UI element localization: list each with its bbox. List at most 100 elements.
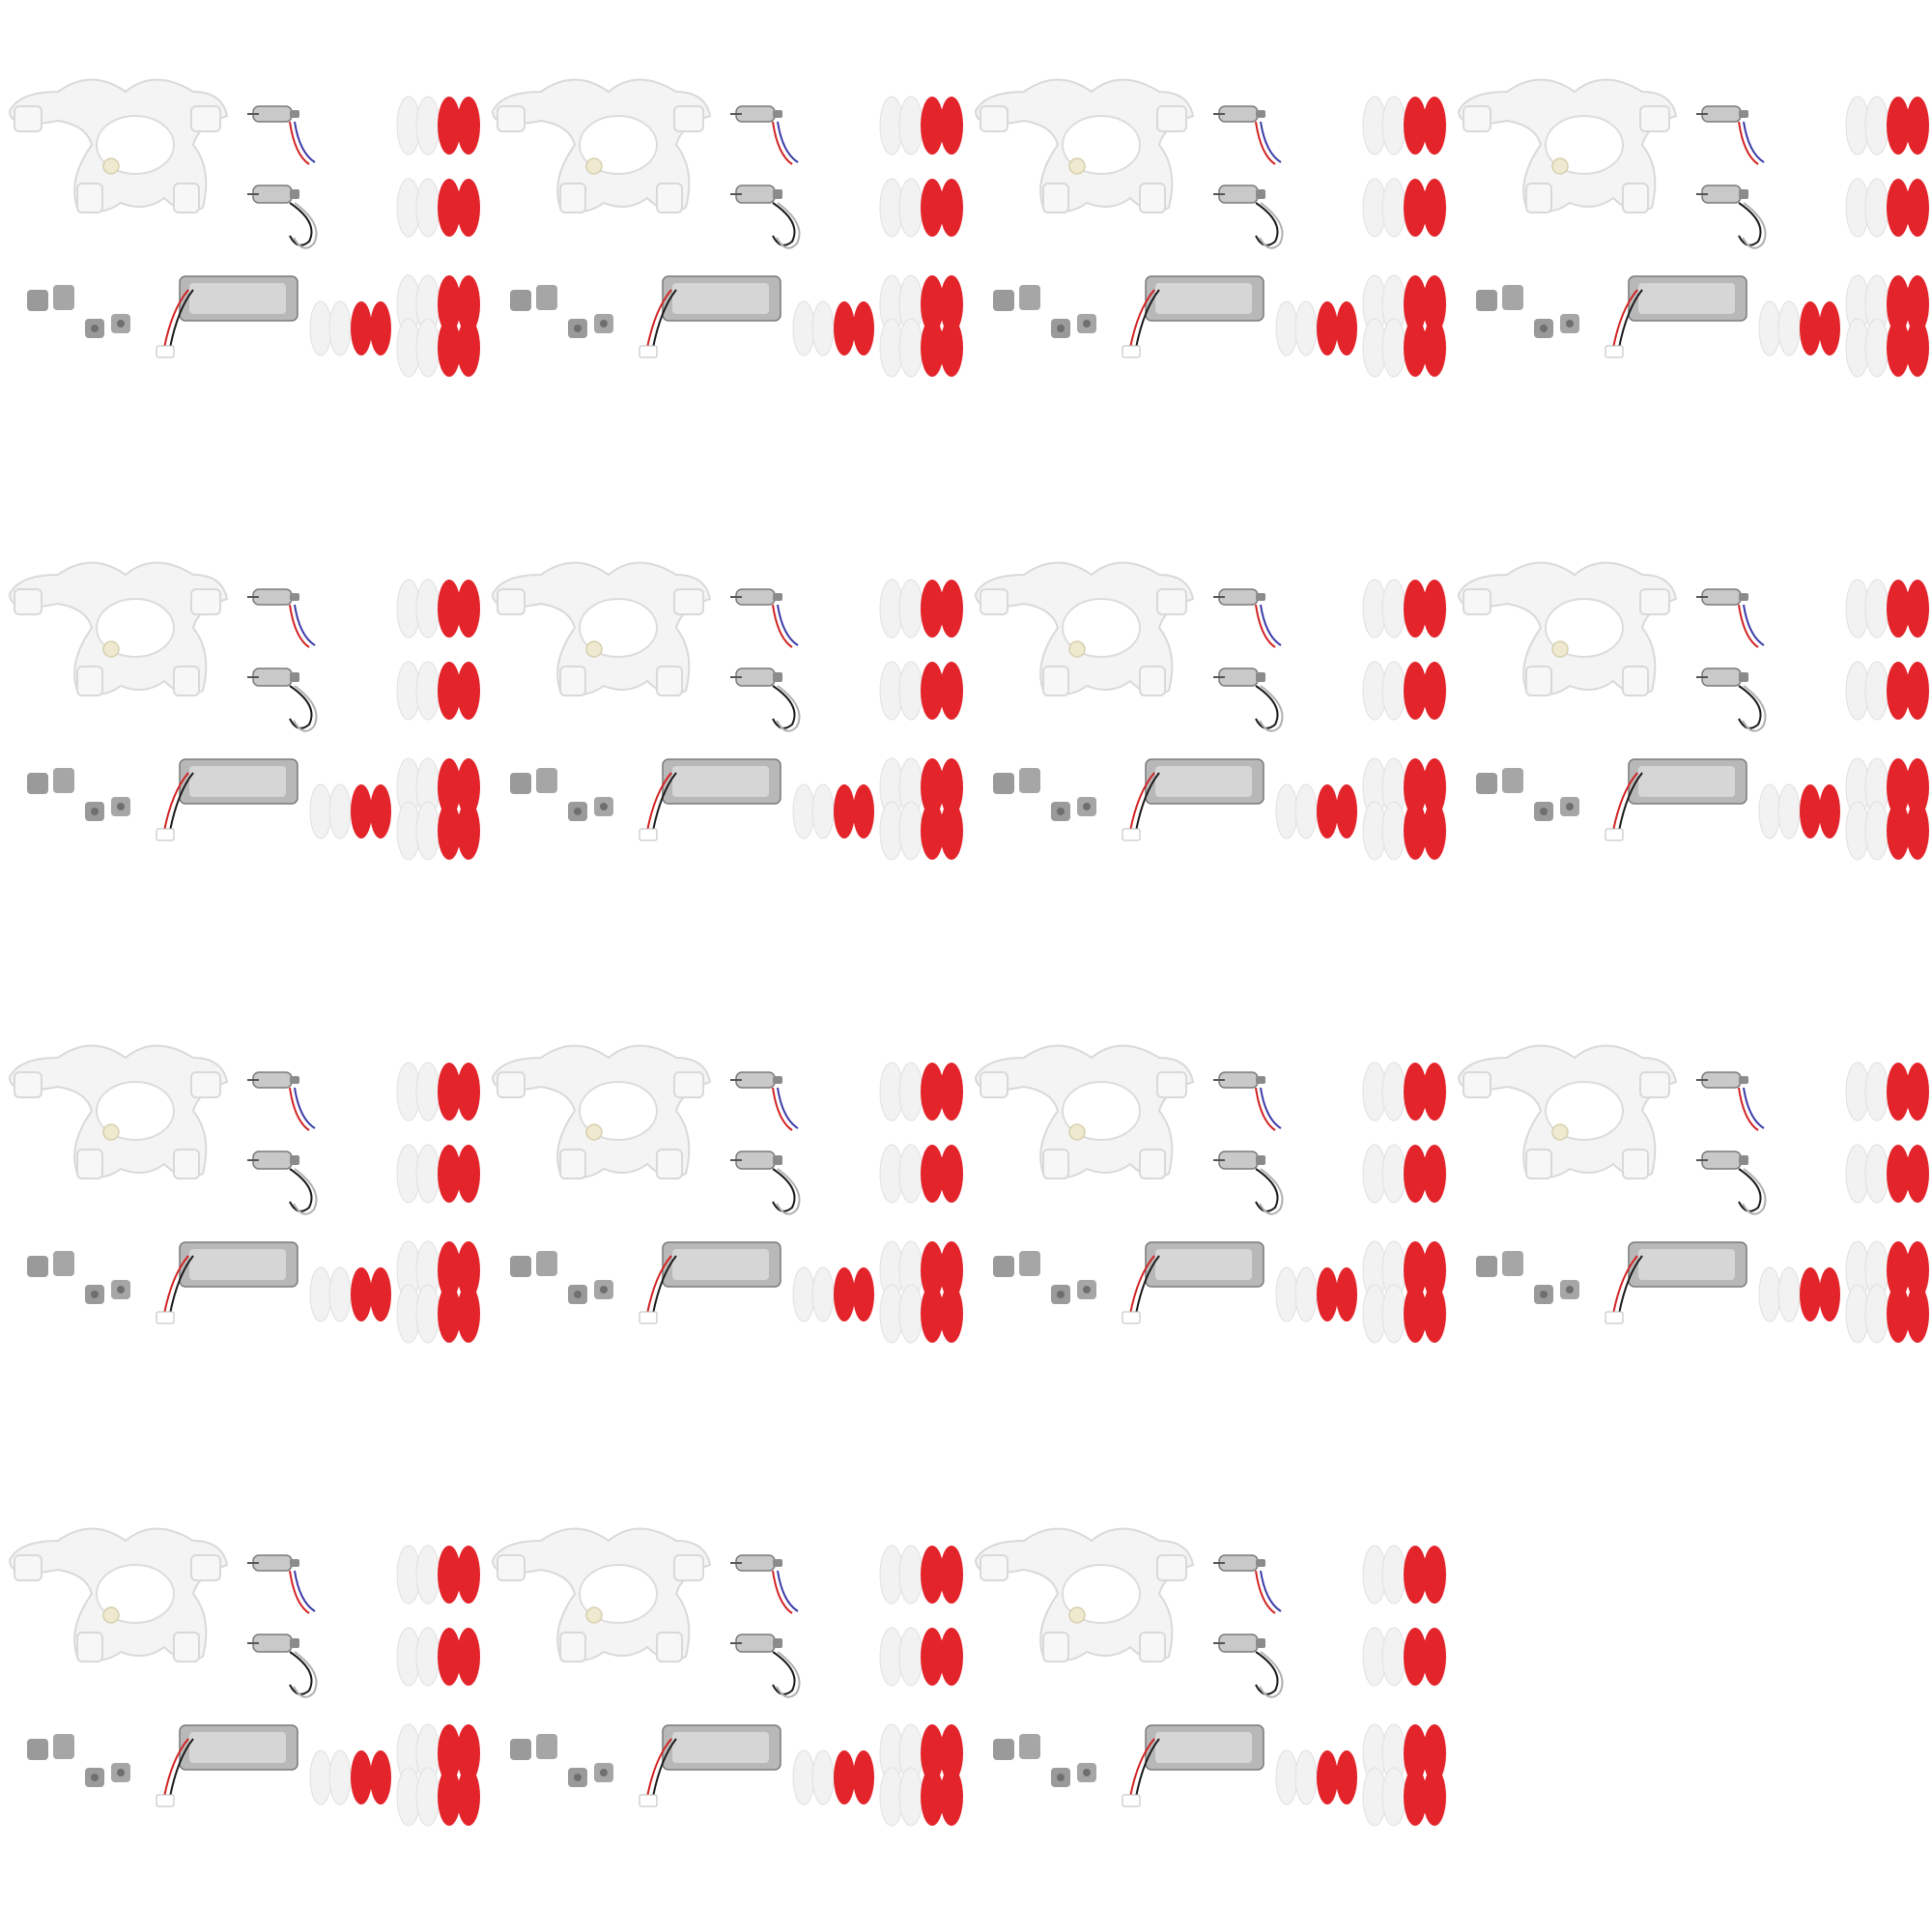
kit-tile	[966, 483, 1449, 966]
rubber-feet	[27, 1251, 130, 1304]
quadcopter-frame	[974, 1527, 1195, 1662]
kit-tile	[1449, 0, 1932, 483]
battery	[156, 758, 298, 841]
quadcopter-frame	[491, 78, 712, 213]
battery	[156, 275, 298, 358]
quadcopter-frame	[491, 1044, 712, 1179]
motor-black-white	[730, 185, 801, 249]
kit-tile	[1449, 966, 1932, 1449]
kit-tile	[966, 966, 1449, 1449]
battery	[156, 1724, 298, 1807]
kit-tile	[966, 0, 1449, 483]
battery	[1605, 275, 1747, 358]
battery	[1605, 1241, 1747, 1324]
quadcopter-frame	[491, 1527, 712, 1662]
motor-red-blue	[730, 588, 799, 648]
propellers	[792, 1545, 963, 1827]
battery	[639, 1241, 781, 1324]
rubber-feet	[510, 285, 613, 338]
propellers	[792, 96, 963, 378]
motor-black-white	[1696, 668, 1767, 732]
motor-red-blue	[247, 105, 316, 165]
kit-tile	[0, 966, 483, 1449]
propellers	[1758, 1062, 1929, 1344]
quadcopter-frame	[1457, 1044, 1678, 1179]
rubber-feet	[27, 768, 130, 821]
propellers	[1275, 96, 1446, 378]
motor-black-white	[1213, 185, 1284, 249]
motor-black-white	[1696, 185, 1767, 249]
quadcopter-frame	[8, 78, 229, 213]
rubber-feet	[993, 1251, 1096, 1304]
motor-black-white	[1213, 668, 1284, 732]
propellers	[1275, 1545, 1446, 1827]
motor-red-blue	[1213, 588, 1282, 648]
propellers	[1275, 579, 1446, 861]
battery	[156, 1241, 298, 1324]
quadcopter-frame	[974, 1044, 1195, 1179]
kit-tile	[483, 0, 966, 483]
rubber-feet	[993, 1734, 1096, 1787]
motor-black-white	[247, 185, 318, 249]
rubber-feet	[27, 285, 130, 338]
propellers	[309, 1062, 480, 1344]
rubber-feet	[1476, 285, 1579, 338]
battery	[1122, 275, 1264, 358]
motor-black-white	[730, 1151, 801, 1215]
motor-black-white	[730, 668, 801, 732]
motor-black-white	[1213, 1151, 1284, 1215]
quadcopter-frame	[974, 78, 1195, 213]
motor-red-blue	[1213, 1071, 1282, 1131]
propellers	[309, 1545, 480, 1827]
motor-red-blue	[1696, 588, 1765, 648]
kit-tile	[966, 1449, 1449, 1932]
kit-tile	[483, 966, 966, 1449]
quadcopter-frame	[8, 1044, 229, 1179]
battery	[1122, 1241, 1264, 1324]
quadcopter-frame	[1457, 78, 1678, 213]
quadcopter-frame	[8, 1527, 229, 1662]
kit-tile	[1449, 483, 1932, 966]
rubber-feet	[993, 768, 1096, 821]
quadcopter-frame	[491, 561, 712, 696]
motor-red-blue	[1696, 105, 1765, 165]
propellers	[1275, 1062, 1446, 1344]
motor-red-blue	[1696, 1071, 1765, 1131]
rubber-feet	[27, 1734, 130, 1787]
motor-red-blue	[247, 1554, 316, 1614]
kit-tile	[483, 1449, 966, 1932]
battery	[639, 758, 781, 841]
motor-black-white	[730, 1634, 801, 1698]
motor-black-white	[1213, 1634, 1284, 1698]
motor-red-blue	[730, 1554, 799, 1614]
motor-red-blue	[1213, 105, 1282, 165]
kit-tile	[0, 483, 483, 966]
quadcopter-frame	[1457, 561, 1678, 696]
motor-red-blue	[247, 588, 316, 648]
motor-black-white	[247, 668, 318, 732]
propellers	[309, 579, 480, 861]
quadcopter-frame	[8, 561, 229, 696]
kit-tile	[483, 483, 966, 966]
motor-black-white	[1696, 1151, 1767, 1215]
motor-black-white	[247, 1634, 318, 1698]
propellers	[309, 96, 480, 378]
quadcopter-frame	[974, 561, 1195, 696]
motor-red-blue	[730, 1071, 799, 1131]
rubber-feet	[1476, 1251, 1579, 1304]
rubber-feet	[993, 285, 1096, 338]
motor-red-blue	[247, 1071, 316, 1131]
propellers	[1758, 96, 1929, 378]
motor-red-blue	[730, 105, 799, 165]
motor-black-white	[247, 1151, 318, 1215]
rubber-feet	[510, 768, 613, 821]
battery	[1605, 758, 1747, 841]
propellers	[792, 1062, 963, 1344]
rubber-feet	[1476, 768, 1579, 821]
rubber-feet	[510, 1251, 613, 1304]
propellers	[792, 579, 963, 861]
propellers	[1758, 579, 1929, 861]
kit-tile	[0, 0, 483, 483]
battery	[639, 275, 781, 358]
